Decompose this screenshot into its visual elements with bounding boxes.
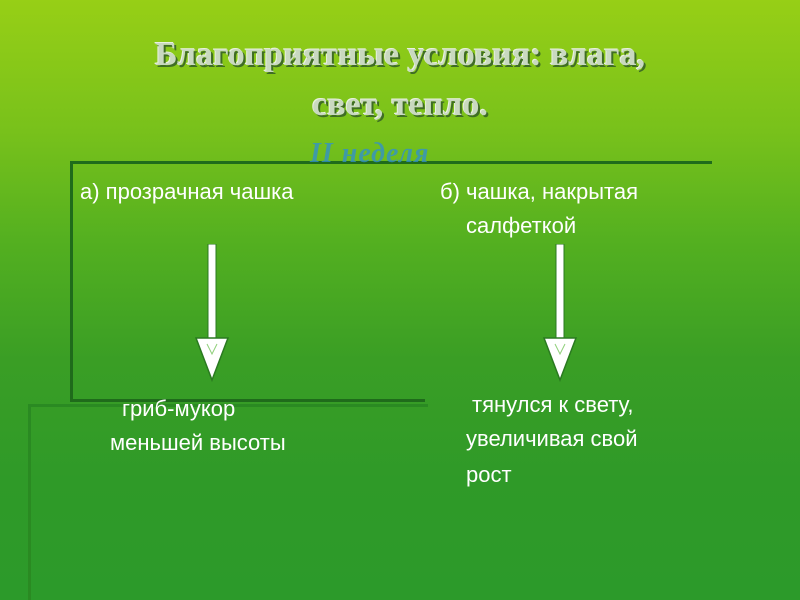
slide-title: Благоприятные условия: влага, свет, тепл…	[40, 30, 760, 130]
frame-line-lower	[28, 404, 428, 407]
title-line-1: Благоприятные условия: влага,	[155, 36, 645, 73]
frame-line-middle	[70, 399, 425, 402]
left-condition-label: а) прозрачная чашка	[80, 179, 294, 204]
frame-line-top	[70, 161, 712, 164]
right-condition-label-line-2: салфеткой	[466, 213, 577, 238]
right-result-line-3: рост	[466, 462, 512, 487]
slide-subtitle: II неделя	[310, 138, 430, 169]
left-result-line-1: гриб-мукор	[122, 396, 236, 421]
frame-line-lower-left	[28, 404, 31, 600]
right-condition-label-line-1: б) чашка, накрытая	[440, 179, 638, 204]
right-result-line-1: тянулся к свету,	[472, 392, 634, 417]
frame-line-left	[70, 161, 73, 401]
title-line-2: свет, тепло.	[312, 86, 488, 123]
right-result-line-2: увеличивая свой	[466, 426, 638, 451]
down-arrow-icon	[542, 244, 578, 383]
down-arrow-icon	[194, 244, 230, 383]
left-result-line-2: меньшей высоты	[110, 430, 286, 455]
